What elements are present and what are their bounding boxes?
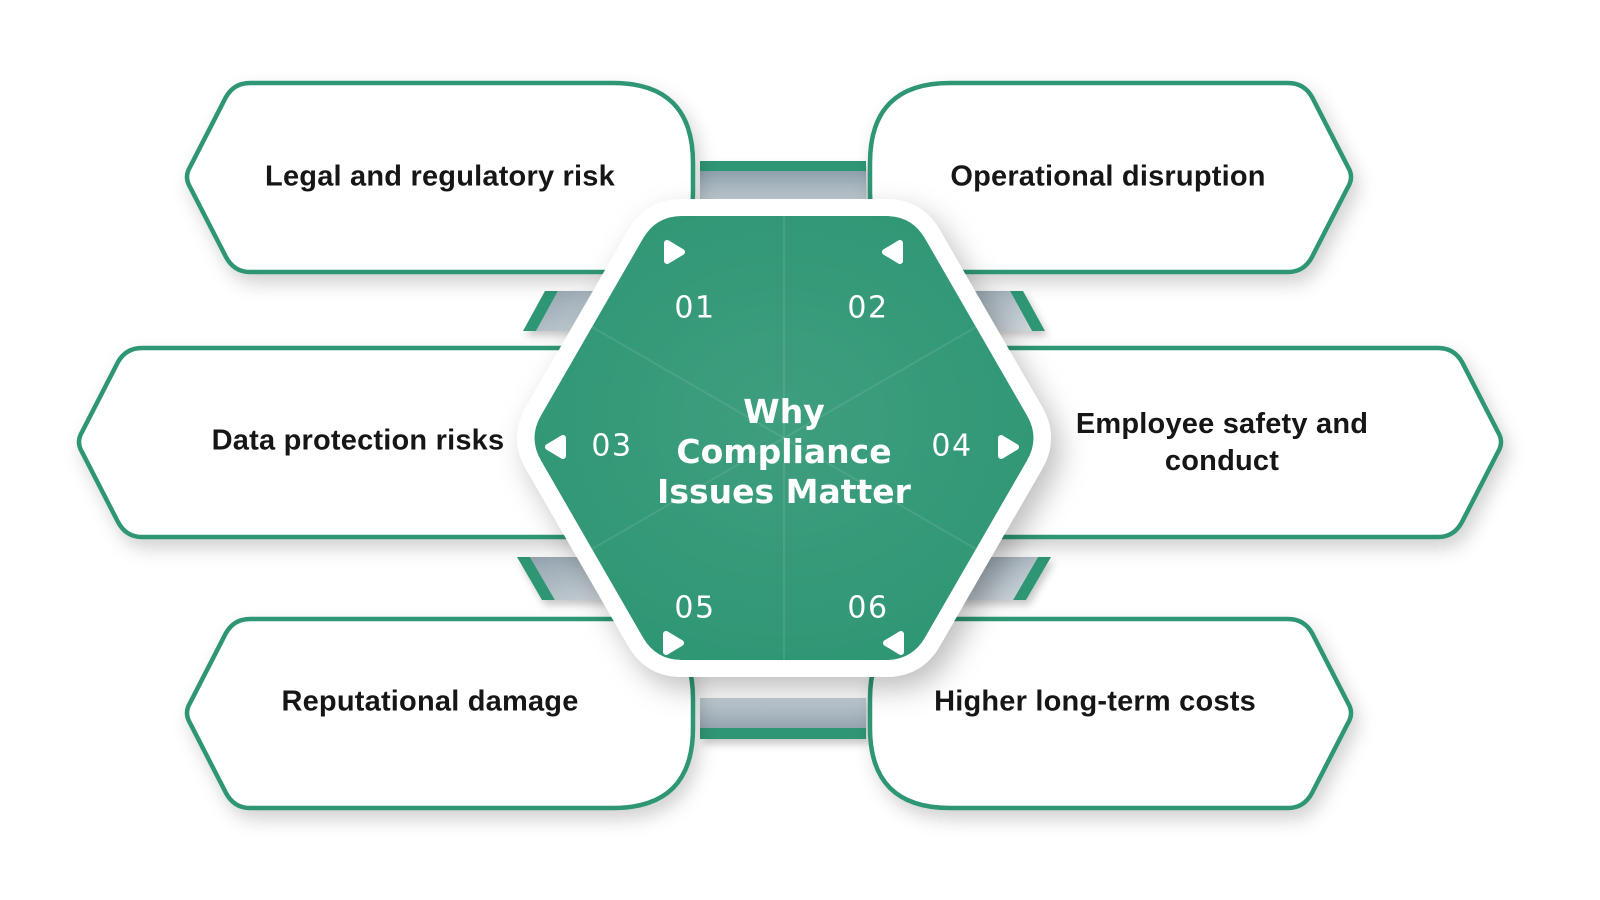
item-06-arrow-left-icon	[883, 631, 904, 655]
item-03-arrow-left-icon	[545, 435, 566, 459]
card-top-left-shape	[184, 80, 696, 275]
hexagon-glow	[534, 216, 1034, 660]
item-number-06: 06	[847, 590, 889, 626]
hexagon-title-line-3: Issues Matter	[657, 472, 911, 511]
item-number-03: 03	[591, 428, 633, 464]
cards	[76, 80, 1504, 811]
card-label-operational: Operational disruption	[950, 160, 1266, 193]
hexagon-arrows	[545, 240, 1019, 655]
item-number-02: 02	[847, 290, 889, 326]
hexagon-segment-lines	[591, 216, 977, 660]
connector-lower-right-green	[1013, 557, 1051, 600]
connector-lower-left-green	[517, 557, 555, 600]
card-label-data-protection: Data protection risks	[211, 424, 505, 457]
item-05-arrow-right-icon	[663, 631, 684, 655]
card-label-reputational: Reputational damage	[281, 685, 579, 718]
item-number-04: 04	[931, 428, 973, 464]
hexagon-title: Why Compliance Issues Matter	[574, 392, 994, 512]
card-top-right-shape	[867, 80, 1354, 275]
connector-bottom-band	[700, 698, 866, 729]
item-04-arrow-right-icon	[998, 435, 1019, 459]
connector-upper-right-green	[1010, 291, 1045, 331]
connector-upper-left-green	[523, 291, 558, 331]
connector-top-green-strip	[700, 161, 866, 172]
card-label-higher-costs: Higher long-term costs	[934, 685, 1256, 718]
item-number-05: 05	[674, 590, 716, 626]
hexagon-title-line-1: Why	[743, 392, 825, 431]
hexagon-title-line-2: Compliance	[676, 432, 892, 471]
item-01-arrow-right-icon	[664, 240, 685, 264]
item-number-01: 01	[674, 290, 716, 326]
card-label-employee-safety: Employee safety and conduct	[1075, 408, 1369, 477]
connector-bottom-green-strip	[700, 728, 866, 739]
item-02-arrow-left-icon	[882, 240, 903, 264]
card-label-legal-regulatory: Legal and regulatory risk	[265, 160, 615, 193]
